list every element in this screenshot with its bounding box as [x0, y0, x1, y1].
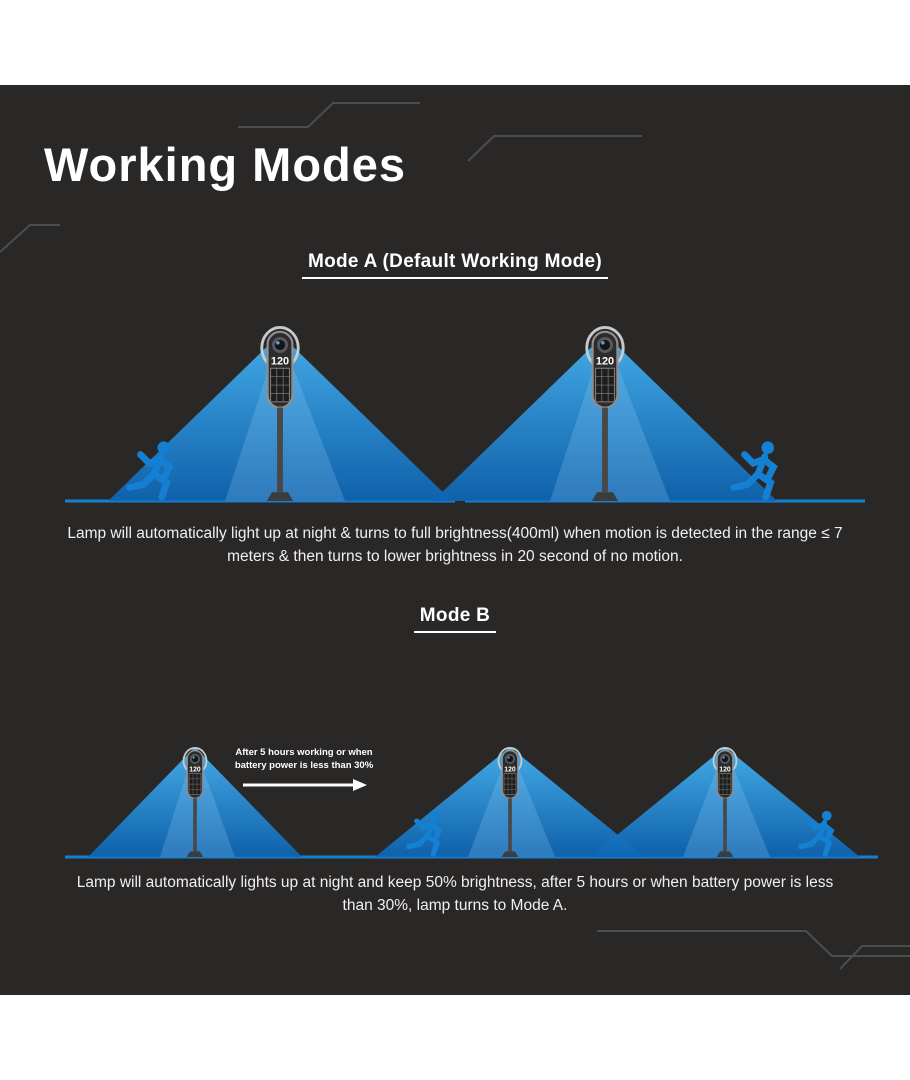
mode-b-heading-row: Mode B — [0, 605, 910, 633]
mode-a-description: Lamp will automatically light up at nigh… — [67, 525, 843, 566]
mode-a-heading-row: Mode A (Default Working Mode) — [0, 251, 910, 279]
mode-b-scene — [65, 747, 878, 859]
mode-b-heading: Mode B — [413, 605, 497, 633]
arrow-note-line1: After 5 hours working or when — [235, 747, 373, 758]
circuit-trace-top-right — [467, 135, 642, 162]
arrow-note: After 5 hours working or when battery po… — [228, 747, 380, 792]
circuit-trace-bottom-right-2 — [839, 945, 910, 970]
circuit-trace-top-left — [238, 102, 420, 128]
mode-a-scene — [65, 326, 865, 503]
circuit-trace-bottom-right-1 — [597, 930, 910, 957]
mode-b-description: Lamp will automatically lights up at nig… — [76, 874, 834, 915]
light-cone-core — [225, 334, 345, 501]
light-cone-core — [160, 747, 235, 857]
dark-panel: Working Modes Mode A (Default Working Mo… — [0, 85, 910, 995]
page-title: Working Modes — [44, 138, 407, 191]
arrow-right-icon — [243, 778, 367, 791]
light-cone-core — [550, 334, 670, 501]
arrow-note-line2: battery power is less than 30% — [234, 759, 374, 771]
circuit-trace-left-edge — [0, 224, 60, 253]
mode-a-heading: Mode A (Default Working Mode) — [301, 251, 609, 279]
